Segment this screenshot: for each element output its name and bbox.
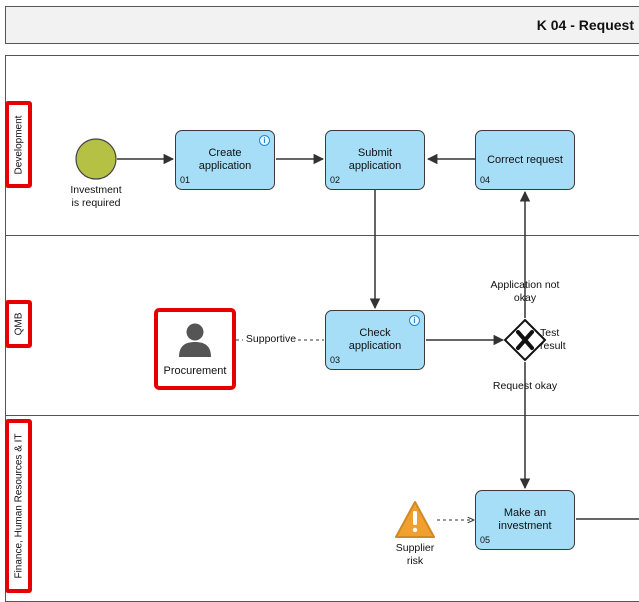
task-submit-application[interactable]: Submit application 02 [325, 130, 425, 190]
task-number: 01 [180, 175, 191, 185]
task-label: Create application [198, 147, 252, 172]
risk-label: Supplier risk [380, 542, 450, 568]
start-event-label: Investment is required [55, 184, 137, 210]
gateway-label: Test result [540, 327, 582, 353]
task-label: Submit application [348, 147, 402, 172]
task-label: Make an investment [498, 507, 552, 532]
risk-label-line2: risk [406, 555, 424, 567]
flow-label-not-okay: Application not okay [470, 279, 580, 305]
task-number: 04 [480, 175, 491, 185]
task-label: Check application [348, 327, 402, 352]
task-number: 05 [480, 535, 491, 545]
warning-icon[interactable] [395, 501, 435, 538]
task-correct-request[interactable]: Correct request 04 [475, 130, 575, 190]
gateway-label-line1: Test [540, 327, 560, 339]
task-make-investment[interactable]: Make an investment 05 [475, 490, 575, 550]
resource-procurement[interactable]: Procurement [154, 308, 236, 390]
lane-label-finance[interactable]: Finance, Human Resources & IT [5, 419, 32, 593]
association-label: Supportive [245, 333, 297, 345]
task-create-application[interactable]: Create application i 01 [175, 130, 275, 190]
task-check-application[interactable]: Check application i 03 [325, 310, 425, 370]
resource-label: Procurement [163, 365, 227, 377]
flow-label-okay: Request okay [492, 380, 558, 392]
info-icon[interactable]: i [409, 315, 420, 326]
gateway-exclusive[interactable] [503, 318, 547, 362]
start-event-label-line1: Investment [70, 184, 122, 196]
diagram-title: K 04 - Request [536, 17, 634, 33]
start-event-circle[interactable] [75, 138, 117, 180]
person-icon [179, 323, 211, 357]
task-number: 03 [330, 355, 341, 365]
risk-label-line1: Supplier [395, 542, 435, 554]
task-label: Correct request [487, 153, 563, 166]
flow-label-not-okay-line1: Application not [490, 279, 560, 291]
diagram-header: K 04 - Request [5, 6, 639, 44]
task-number: 02 [330, 175, 341, 185]
gateway-label-line2: result [540, 340, 566, 352]
lane-label-development[interactable]: Development [5, 101, 32, 188]
lane-label-qmb[interactable]: QMB [5, 300, 32, 348]
info-icon[interactable]: i [259, 135, 270, 146]
start-event-label-line2: is required [71, 197, 121, 209]
flow-label-not-okay-line2: okay [513, 292, 537, 304]
